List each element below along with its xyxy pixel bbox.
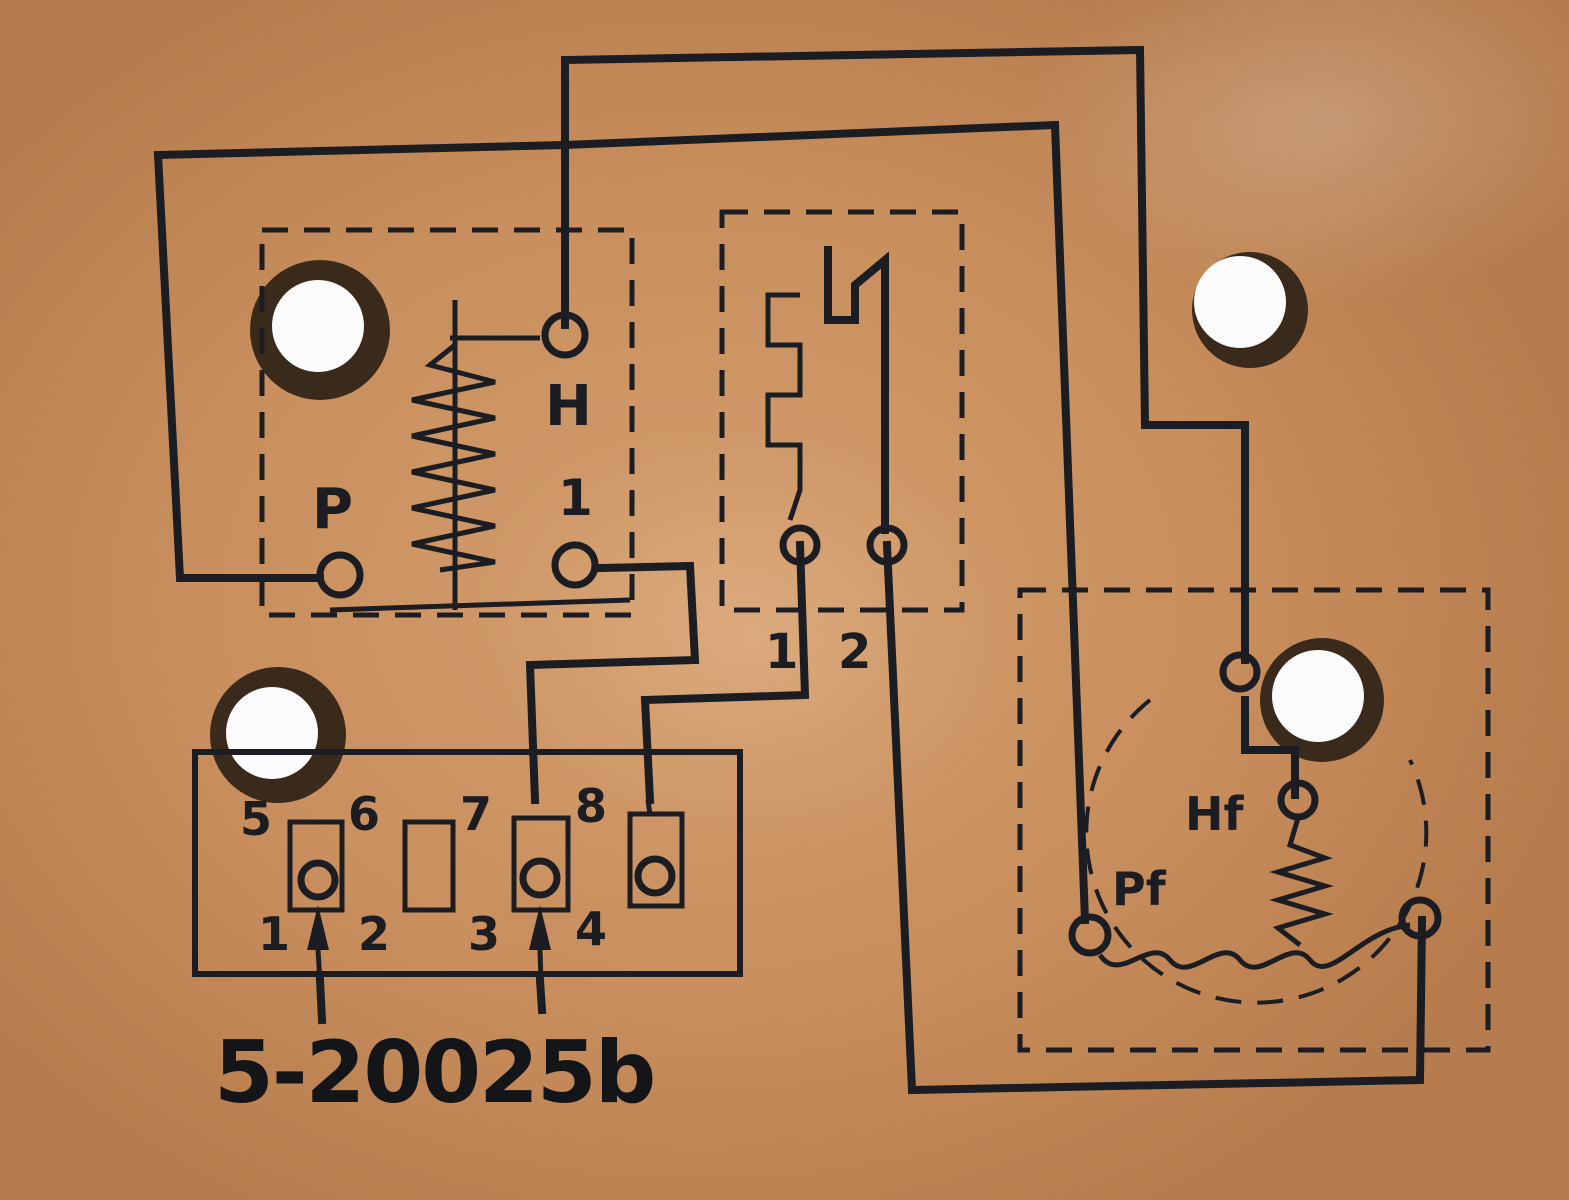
motor-label-hf: Hf [1185,787,1244,841]
socket-arrow-1 [307,905,329,950]
socket-arrow-3 [529,905,551,950]
motor-terminal-hf [1277,779,1319,821]
relay-label-1: 1 [558,469,593,527]
relay-label-p: P [312,477,353,542]
socket-pin-6: 6 [348,787,380,841]
socket-terminal-3 [519,857,561,899]
mounting-hole-top-right [1192,252,1308,368]
wiring [153,45,1427,1095]
socket-pin-1: 1 [258,907,290,961]
relay-terminal-1 [551,541,599,589]
relay-terminal-p [316,551,364,599]
socket-pin-7: 7 [460,787,492,841]
motor-terminal-pf [1068,913,1112,957]
motor-block: Hf Pf [1017,587,1491,1053]
switch-terminal-1 [779,524,821,566]
mounting-hole-motor [1260,638,1384,762]
socket-pin-8: 8 [575,779,607,833]
motor-terminal-right [1398,896,1442,940]
relay-terminal-h [541,311,589,359]
mounting-hole-bottom-left [210,667,346,803]
motor-label-pf: Pf [1112,862,1167,916]
socket-terminal-8 [634,855,676,897]
switch-terminal-2 [866,524,908,566]
socket-pin-5: 5 [240,792,272,846]
relay-block: P H 1 [259,227,635,618]
motor-terminal-top [1219,651,1261,693]
switch-label-1: 1 [765,624,798,680]
socket-block: 5 6 7 8 1 2 3 4 [192,749,743,983]
part-number: 5-20025b [214,1023,656,1123]
socket-pin-2: 2 [358,907,390,961]
socket-pin-4: 4 [575,902,607,956]
mounting-hole-top-left [250,260,390,400]
switch-block: 1 2 [719,209,965,680]
switch-label-2: 2 [838,624,871,680]
socket-pin-3: 3 [468,907,500,961]
relay-label-h: H [545,374,592,439]
socket-terminal-1 [297,859,339,901]
